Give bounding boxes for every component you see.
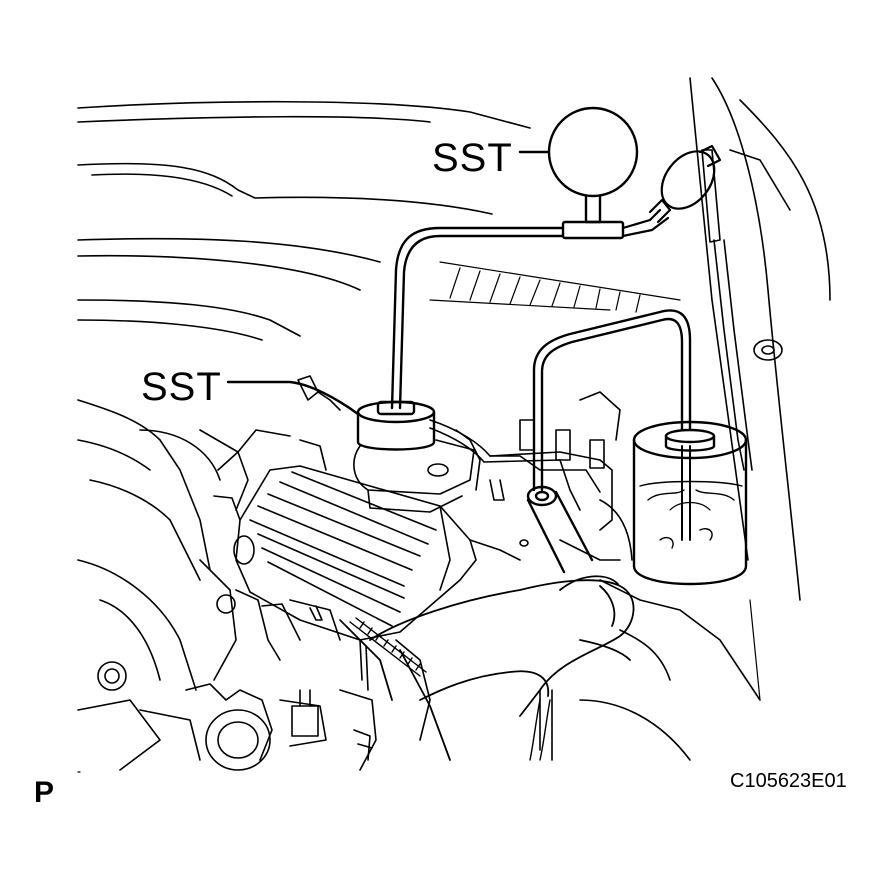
engine-cover [235,465,477,641]
hood-outline [77,77,831,601]
bleeder-wrench [526,485,594,574]
hand-pump-bulb [621,144,722,238]
brake-fluid-reservoir [353,429,481,513]
catch-container [632,420,748,586]
sst-leader-line [226,380,360,416]
figure-code: C105623E01 [730,770,847,792]
sst-gauge-label: SST [432,136,513,180]
engine-left-parts [77,375,341,581]
engine-right-parts [469,499,761,761]
cowl-hatching [429,261,681,313]
view-marker: P [34,776,55,809]
hood-strut [701,149,783,471]
reservoir-cap-tool [356,400,436,451]
drawing-border [77,599,761,773]
brake-lines [429,391,621,561]
wire-harness [349,617,551,761]
sst-cap-label: SST [141,365,222,409]
engine-lower-parts [77,559,431,771]
hose-to-reservoir [390,226,565,410]
hand-with-wrench [359,575,635,761]
bleeder-hose [532,309,692,492]
pressure-gauge [518,106,639,240]
